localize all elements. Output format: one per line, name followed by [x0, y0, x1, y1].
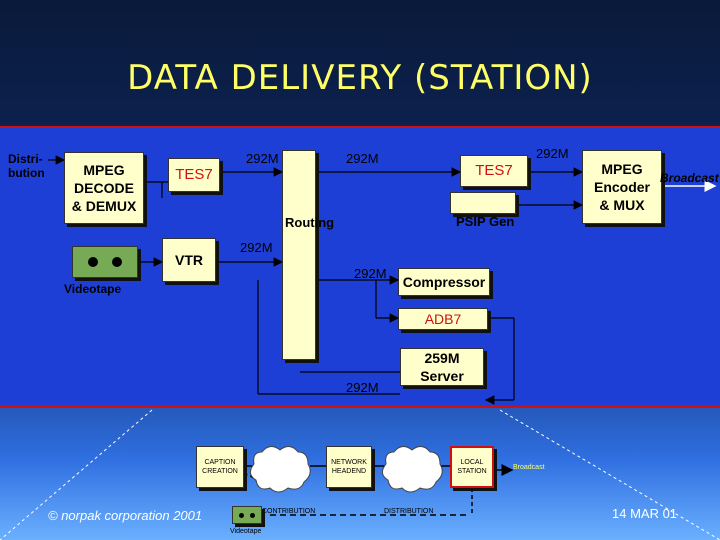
rate-label: 292M: [354, 266, 387, 281]
footer-brand: © norpak corporation 2001: [48, 508, 203, 523]
distribution-label: Distri- bution: [8, 152, 45, 180]
mpeg-decode-box: MPEG DECODE & DEMUX: [64, 152, 144, 224]
tes7-left-box: TES7: [168, 158, 220, 192]
routing-box: [282, 150, 316, 360]
slide-title: DATA DELIVERY (STATION): [127, 58, 593, 98]
broadcast-label: Broadcast: [660, 171, 719, 185]
rate-label: 292M: [536, 146, 569, 161]
rate-label: 292M: [246, 151, 279, 166]
routing-label: Routing: [285, 215, 335, 230]
server-box: 259M Server: [400, 348, 484, 386]
rate-label: 292M: [346, 380, 379, 395]
cloud-icon-1: [250, 446, 311, 493]
tes7-right-box: TES7: [460, 155, 528, 187]
psip-gen-box: [450, 192, 516, 214]
rate-label: 292M: [346, 151, 379, 166]
rate-label: 292M: [240, 240, 273, 255]
vtr-box: VTR: [162, 238, 216, 282]
adb7-box: ADB7: [398, 308, 488, 330]
local-station-box: LOCAL STATION: [450, 446, 494, 488]
mpeg-encoder-box: MPEG Encoder & MUX: [582, 150, 662, 224]
psip-gen-label: PSIP Gen: [456, 214, 515, 229]
videotape-icon: [72, 246, 138, 278]
cloud-icon-2: [382, 446, 443, 493]
compressor-box: Compressor: [398, 268, 490, 296]
overview-broadcast-label: Broadcast: [513, 464, 545, 471]
small-videotape-label: Videotape: [230, 528, 262, 535]
small-videotape-icon: [232, 506, 262, 524]
network-headend-box: NETWORK HEADEND: [326, 446, 372, 488]
videotape-label: Videotape: [64, 282, 122, 296]
contribution-label: CONTRIBUTION: [262, 508, 316, 515]
caption-creation-box: CAPTION CREATION: [196, 446, 244, 488]
footer-date: 14 MAR 01: [612, 506, 678, 521]
zoom-guide-right: [499, 409, 720, 540]
distribution-path-label: DISTRIBUTION: [384, 508, 434, 515]
